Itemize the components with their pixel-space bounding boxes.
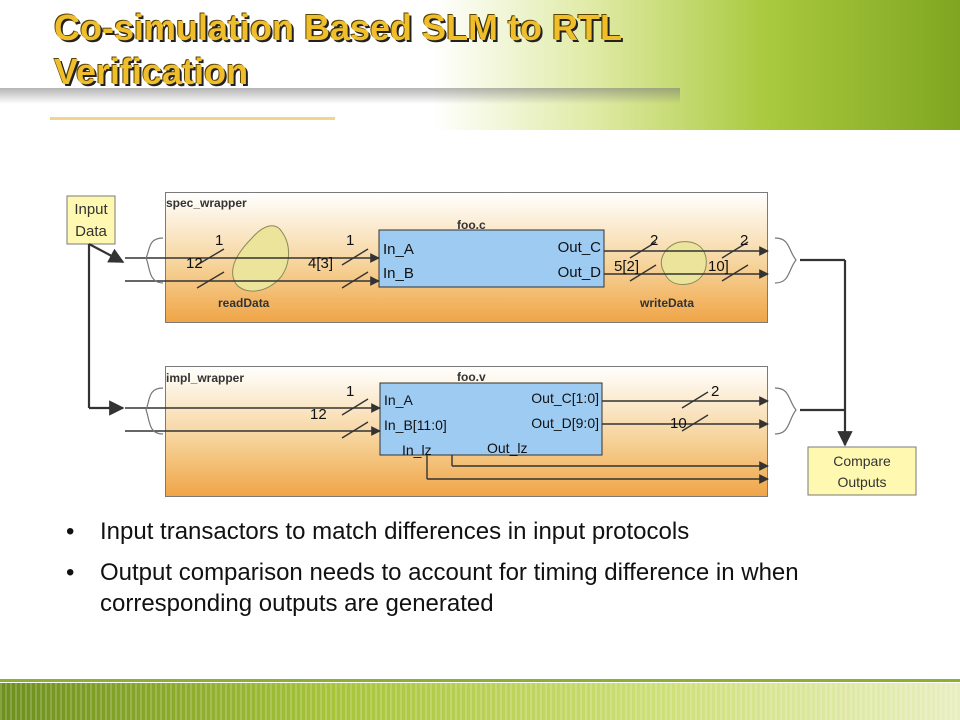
width-impl-in-a: 1 <box>346 383 354 400</box>
width-spec-in-b-outer: 12 <box>186 255 203 272</box>
spec-port-in-b: In_B <box>383 265 414 282</box>
bullet-text: Input transactors to match differences i… <box>100 518 690 545</box>
header-background <box>0 0 960 130</box>
width-impl-out-c: 2 <box>711 383 719 400</box>
read-data-label: readData <box>218 296 270 310</box>
bullet-item: • Input transactors to match differences … <box>60 516 930 547</box>
width-spec-in-b-inner: 4[3] <box>308 255 333 272</box>
impl-port-out-c: Out_C[1:0] <box>531 390 599 406</box>
header-shadow <box>0 88 680 104</box>
impl-module-block <box>379 382 603 456</box>
width-impl-in-b: 12 <box>310 406 327 423</box>
slide-title-line1: Co-simulation Based SLM to RTL <box>54 7 623 48</box>
spec-wrapper-label: spec_wrapper <box>166 196 247 210</box>
input-data-label-line1: Input <box>74 201 108 218</box>
compare-outputs-label-line2: Outputs <box>837 474 886 490</box>
bullet-dot: • <box>66 559 75 586</box>
impl-port-out-d: Out_D[9:0] <box>531 415 599 431</box>
footer-bar <box>0 683 960 720</box>
impl-port-in-b: In_B[11:0] <box>384 417 447 433</box>
compare-outputs-label-line1: Compare <box>833 453 891 469</box>
compare-outputs-box <box>807 446 917 496</box>
bullet-list: • Input transactors to match differences … <box>60 516 930 629</box>
write-data-transactor <box>660 241 707 285</box>
width-spec-out-c-outer: 2 <box>740 232 748 249</box>
width-spec-out-c-inner: 2 <box>650 232 658 249</box>
spec-module-label: foo.c <box>457 218 486 232</box>
spec-port-in-a: In_A <box>383 241 414 258</box>
width-spec-in-a-outer: 1 <box>215 232 223 249</box>
input-data-label-line2: Data <box>75 223 107 240</box>
bullet-text: Output comparison needs to account for t… <box>100 559 799 617</box>
slide-title-line2: Verification <box>54 51 249 92</box>
write-data-label: writeData <box>639 296 694 310</box>
impl-port-in-a: In_A <box>384 392 413 408</box>
slide-title: Co-simulation Based SLM to RTL Verificat… <box>54 6 622 94</box>
width-spec-out-d-inner: 5[2] <box>614 258 639 275</box>
impl-port-in-lz: In_lz <box>402 442 432 458</box>
input-data-box <box>66 195 116 245</box>
impl-module-label: foo.v <box>457 370 486 384</box>
bullet-item: • Output comparison needs to account for … <box>60 557 930 619</box>
width-impl-out-d: 10 <box>670 415 687 432</box>
impl-port-out-lz: Out_lz <box>487 440 527 456</box>
width-spec-in-a-inner: 1 <box>346 232 354 249</box>
footer-line <box>0 679 960 682</box>
bullet-dot: • <box>66 518 75 545</box>
spec-port-out-c: Out_C <box>558 239 602 256</box>
impl-wrapper-label: impl_wrapper <box>166 371 244 385</box>
title-underline <box>50 117 335 120</box>
spec-port-out-d: Out_D <box>558 264 602 281</box>
width-spec-out-d-outer: 10] <box>708 258 729 275</box>
